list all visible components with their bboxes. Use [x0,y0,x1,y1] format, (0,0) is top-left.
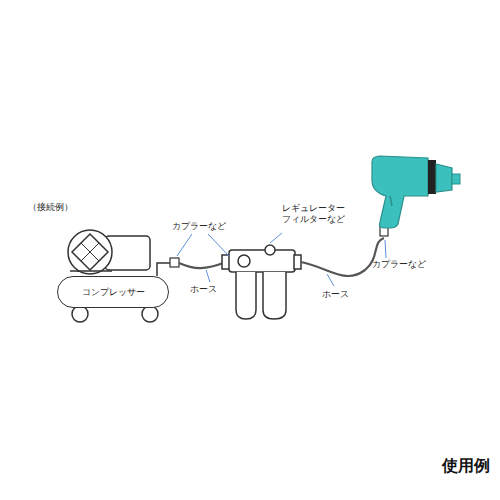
callout-label: ホース [322,289,349,300]
compressor-tank: コンプレッサー [57,276,169,308]
impact-wrench [372,156,460,228]
callout-label: カプラーなど [172,221,226,232]
callout-label: （接続例） [28,202,73,213]
leader-lines [177,233,386,286]
regulator-filter [222,245,301,319]
node-text: コンプレッサー [82,286,145,299]
hose [179,262,226,268]
callout-label: ホース [190,284,217,295]
coupler [170,258,179,267]
callout-label: レギュレーター フィルターなど [282,203,348,226]
caption: 使用例 [442,456,490,477]
hose [301,238,384,276]
compressor-wheels [72,306,158,322]
outlet-pipe [157,263,170,276]
compressor-motor [68,230,150,274]
callout-label: カプラーなど [372,259,426,270]
